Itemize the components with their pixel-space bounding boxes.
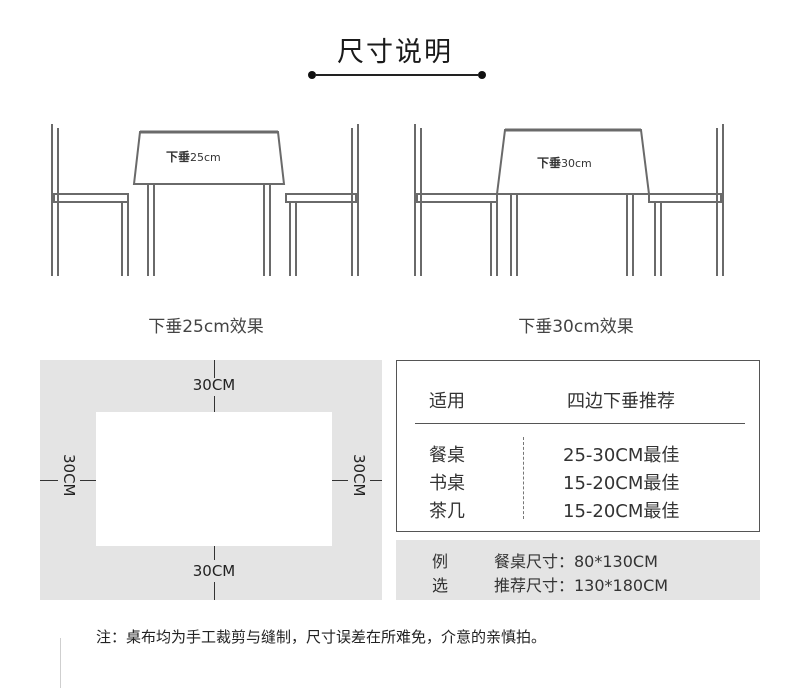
- rec-row-value: 15-20CM最佳: [563, 501, 680, 522]
- top-tick: [214, 360, 215, 378]
- tabletop-area: [96, 412, 332, 546]
- top-tick-lower: [214, 396, 215, 412]
- table-illustration-25cm: [51, 124, 359, 276]
- title-underline: [308, 71, 486, 79]
- page-title: 尺寸说明: [337, 37, 453, 68]
- drape-label-value: 25cm: [190, 151, 221, 164]
- bottom-tick-upper: [214, 546, 215, 560]
- rec-row-value: 25-30CM最佳: [563, 445, 680, 466]
- decorative-rule: [60, 638, 61, 688]
- drape-label-bold: 下垂: [166, 150, 191, 164]
- example-label-2: 选: [432, 576, 449, 595]
- example-recommended-size: 推荐尺寸：130*180CM: [494, 576, 669, 595]
- table-illustration-30cm: [414, 124, 724, 276]
- underline-line: [316, 74, 478, 76]
- rec-header-item: 适用: [429, 391, 465, 412]
- right-tick-inner: [332, 480, 348, 481]
- bottom-tick: [214, 582, 215, 600]
- rec-header-divider: [415, 423, 745, 424]
- caption-30cm: 下垂30cm效果: [518, 317, 634, 337]
- underline-dot-left: [308, 71, 316, 79]
- rec-row-item: 书桌: [429, 473, 465, 494]
- right-tick: [370, 480, 382, 481]
- left-tick: [40, 480, 58, 481]
- caption-25cm: 下垂25cm效果: [148, 317, 264, 337]
- left-tick-inner: [80, 480, 96, 481]
- drape-label-value: 30cm: [561, 157, 592, 170]
- drape-label-25: 下垂25cm: [166, 148, 221, 165]
- example-table-size: 餐桌尺寸：80*130CM: [494, 552, 658, 571]
- dim-left: 30CM: [60, 454, 78, 497]
- footer-note: 注：桌布均为手工裁剪与缝制，尺寸误差在所难免，介意的亲慎拍。: [96, 628, 547, 646]
- rec-header-value: 四边下垂推荐: [567, 391, 675, 412]
- rec-row-item: 餐桌: [429, 445, 465, 466]
- dim-bottom: 30CM: [192, 562, 236, 580]
- dim-top: 30CM: [192, 376, 236, 394]
- underline-dot-right: [478, 71, 486, 79]
- rec-row-item: 茶几: [429, 501, 465, 522]
- example-label-1: 例: [432, 552, 449, 571]
- drape-label-bold: 下垂: [537, 156, 562, 170]
- rec-column-divider: [523, 437, 524, 519]
- example-panel: 例 选 餐桌尺寸：80*130CM 推荐尺寸：130*180CM: [396, 540, 760, 600]
- recommendation-table: 适用 四边下垂推荐 餐桌 25-30CM最佳 书桌 15-20CM最佳 茶几 1…: [396, 360, 760, 532]
- rec-row-value: 15-20CM最佳: [563, 473, 680, 494]
- dim-right: 30CM: [350, 454, 368, 497]
- drape-label-30: 下垂30cm: [537, 154, 592, 171]
